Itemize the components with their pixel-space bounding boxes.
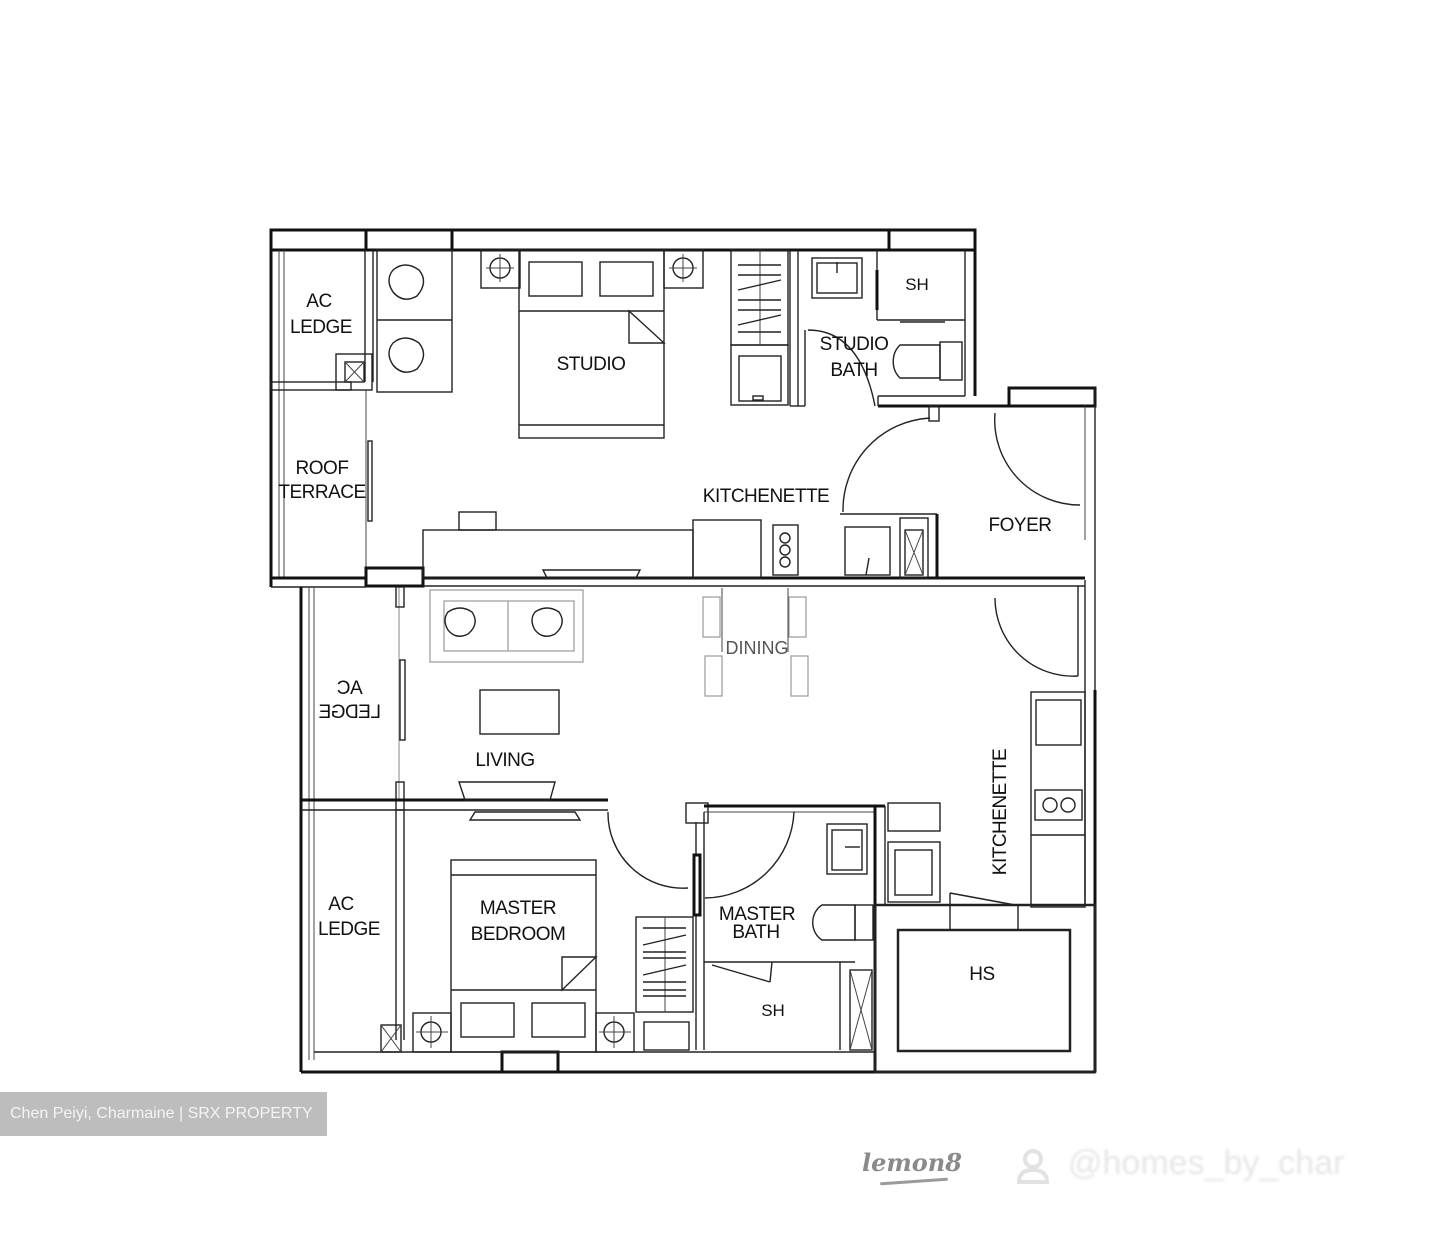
- label-kitchenette-right: KITCHENETTE: [990, 749, 1011, 875]
- label-roof-terrace-line2: TERRACE: [278, 482, 365, 503]
- studio-furniture: [376, 249, 789, 579]
- label-studio: STUDIO: [557, 354, 626, 375]
- label-ac-ledge-top-line1: AC: [306, 291, 331, 312]
- user-icon: [1016, 1149, 1050, 1184]
- label-roof-terrace-line1: ROOF: [296, 458, 349, 479]
- label-kitchenette-top: KITCHENETTE: [703, 486, 829, 507]
- label-foyer: FOYER: [989, 515, 1052, 536]
- label-master-bath-line1: MASTER: [719, 904, 795, 925]
- label-hs: HS: [969, 964, 994, 985]
- label-ac-ledge-top-line2: LEDGE: [290, 317, 352, 338]
- kitchenette-right-fixtures: [873, 691, 1097, 1074]
- watermark-handle: @homes_by_char: [1068, 1144, 1345, 1182]
- label-living: LIVING: [475, 750, 534, 771]
- label-dining: DINING: [726, 638, 789, 658]
- living-dining-furniture: [429, 588, 809, 735]
- label-master-bedroom-line1: MASTER: [480, 898, 556, 919]
- outer-walls: [269, 228, 1097, 690]
- label-ac-ledge-mid-line2: LEDGE: [319, 702, 381, 723]
- label-master-bedroom-line2: BEDROOM: [471, 924, 566, 945]
- kitchenette-top-fixtures: [692, 412, 1085, 677]
- agent-credit-banner: Chen Peiyi, Charmaine | SRX PROPERTY: [0, 1092, 327, 1136]
- label-ac-ledge-bottom-line2: LEDGE: [318, 919, 380, 940]
- label-studio-sh: SH: [905, 275, 929, 294]
- label-ac-ledge-bottom-line1: AC: [328, 894, 353, 915]
- label-master-bath-line2: BATH: [732, 922, 779, 943]
- lower-walls: [299, 586, 1097, 1074]
- room-labels: AC LEDGE ROOF TERRACE STUDIO STUDIO BATH…: [278, 275, 1052, 1020]
- label-studio-bath-line2: BATH: [830, 360, 877, 381]
- label-master-sh: SH: [761, 1001, 785, 1020]
- studio-bath-fixtures: [807, 257, 963, 407]
- master-bedroom-furniture: [380, 859, 694, 1053]
- lemon8-logo: lemon8: [862, 1148, 962, 1177]
- master-bath-fixtures: [812, 823, 874, 1051]
- label-studio-bath-line1: STUDIO: [820, 334, 889, 355]
- label-ac-ledge-mid-line1: AC: [337, 678, 362, 699]
